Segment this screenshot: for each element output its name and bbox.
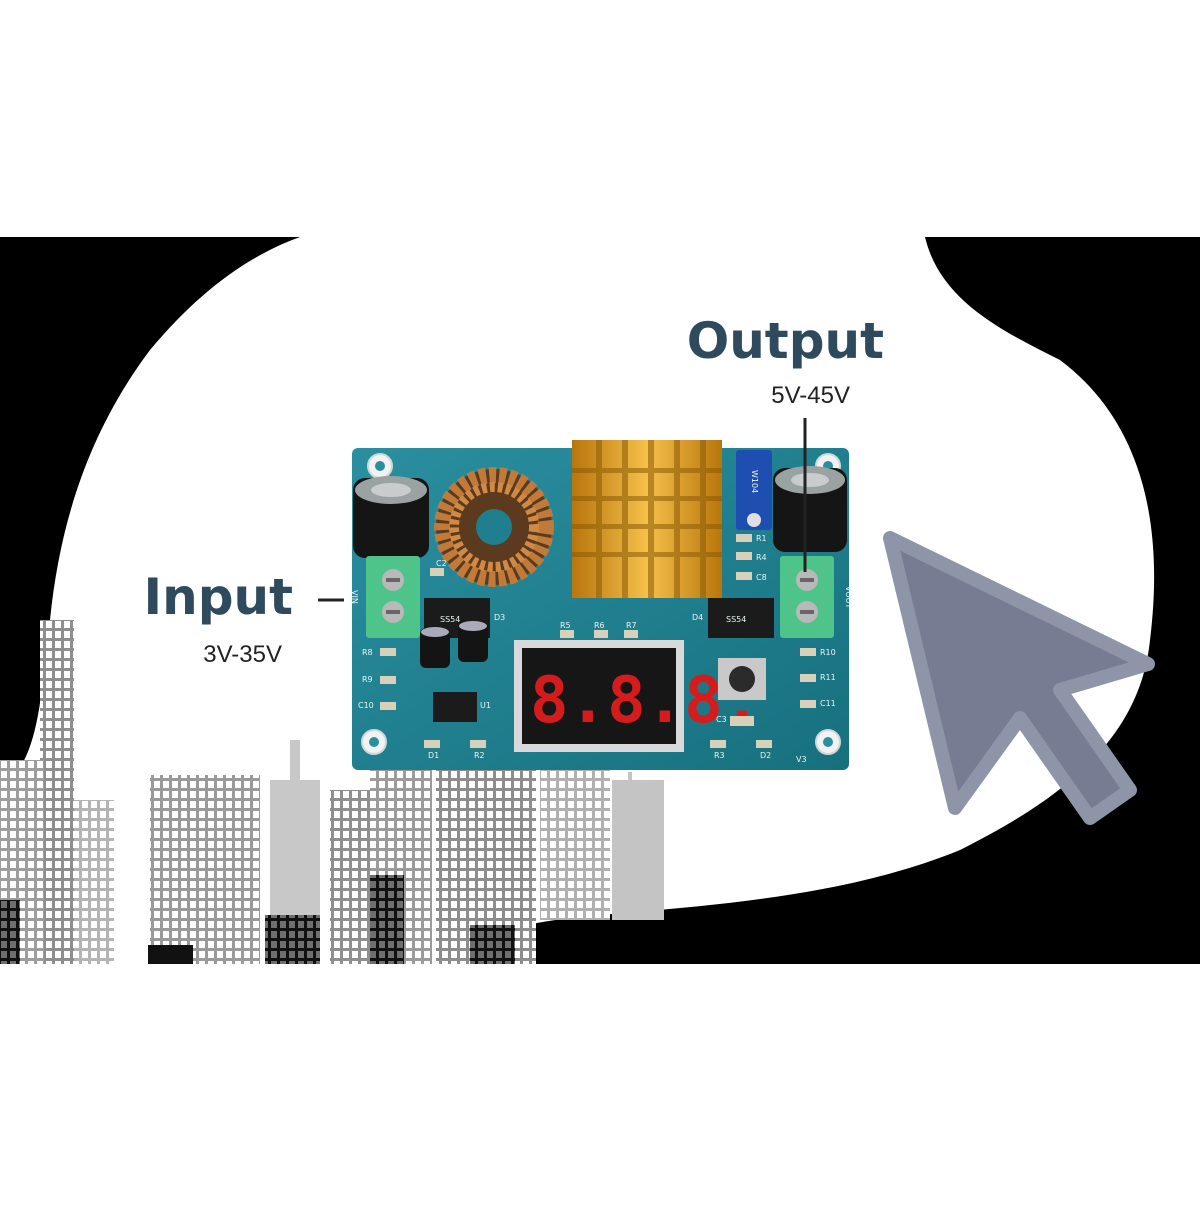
vin-silk-label: VIN <box>350 590 359 604</box>
silk-r3: R3 <box>714 751 725 760</box>
silk-d4: D4 <box>692 613 703 622</box>
ic-u1 <box>433 692 477 722</box>
output-title: Output <box>687 312 884 370</box>
diode-d3-marking: SS54 <box>440 615 460 624</box>
silk-c10: C10 <box>358 701 374 710</box>
output-capacitor <box>773 466 847 552</box>
output-terminal <box>780 556 834 638</box>
silk-r5: R5 <box>560 621 571 630</box>
potentiometer: W104 <box>736 450 772 530</box>
silk-c11: C11 <box>820 699 836 708</box>
input-range: 3V-35V <box>203 641 282 668</box>
silk-r8: R8 <box>362 648 373 657</box>
silk-r11: R11 <box>820 673 836 682</box>
silk-r10: R10 <box>820 648 836 657</box>
input-terminal <box>366 556 420 638</box>
toroid-inductor <box>434 467 554 587</box>
input-capacitor <box>353 476 429 558</box>
silk-d3: D3 <box>494 613 505 622</box>
silk-r2: R2 <box>474 751 485 760</box>
silkscreen-labels: R1 R4 C8 C2 D3 D4 R5 R6 R7 R8 R9 C10 R10… <box>358 534 836 764</box>
diode-d4-marking: SS54 <box>726 615 746 624</box>
output-range: 5V-45V <box>771 382 850 409</box>
smd-components <box>380 534 816 748</box>
heatsink <box>572 440 722 598</box>
silk-v3: V3 <box>796 755 807 764</box>
small-capacitors <box>420 621 488 668</box>
push-button <box>718 658 766 700</box>
silk-d1: D1 <box>428 751 439 760</box>
silk-u1: U1 <box>480 701 491 710</box>
boost-converter-board: W104 VIN VOUT SS54 SS54 <box>350 440 853 770</box>
pot-marking: W104 <box>750 470 759 493</box>
silk-r9: R9 <box>362 675 373 684</box>
silk-c2: C2 <box>436 559 447 568</box>
vout-silk-label: VOUT <box>844 586 853 608</box>
silk-d2: D2 <box>760 751 771 760</box>
input-title: Input <box>144 568 294 626</box>
mouse-pointer-icon <box>883 531 1155 825</box>
silk-r7: R7 <box>626 621 637 630</box>
silk-r6: R6 <box>594 621 605 630</box>
diode-d4: SS54 <box>708 598 774 638</box>
silk-c3: C3 <box>716 715 727 724</box>
silk-c8: C8 <box>756 573 767 582</box>
silk-r4: R4 <box>756 553 767 562</box>
silk-r1: R1 <box>756 534 767 543</box>
city-skyline <box>0 620 664 964</box>
